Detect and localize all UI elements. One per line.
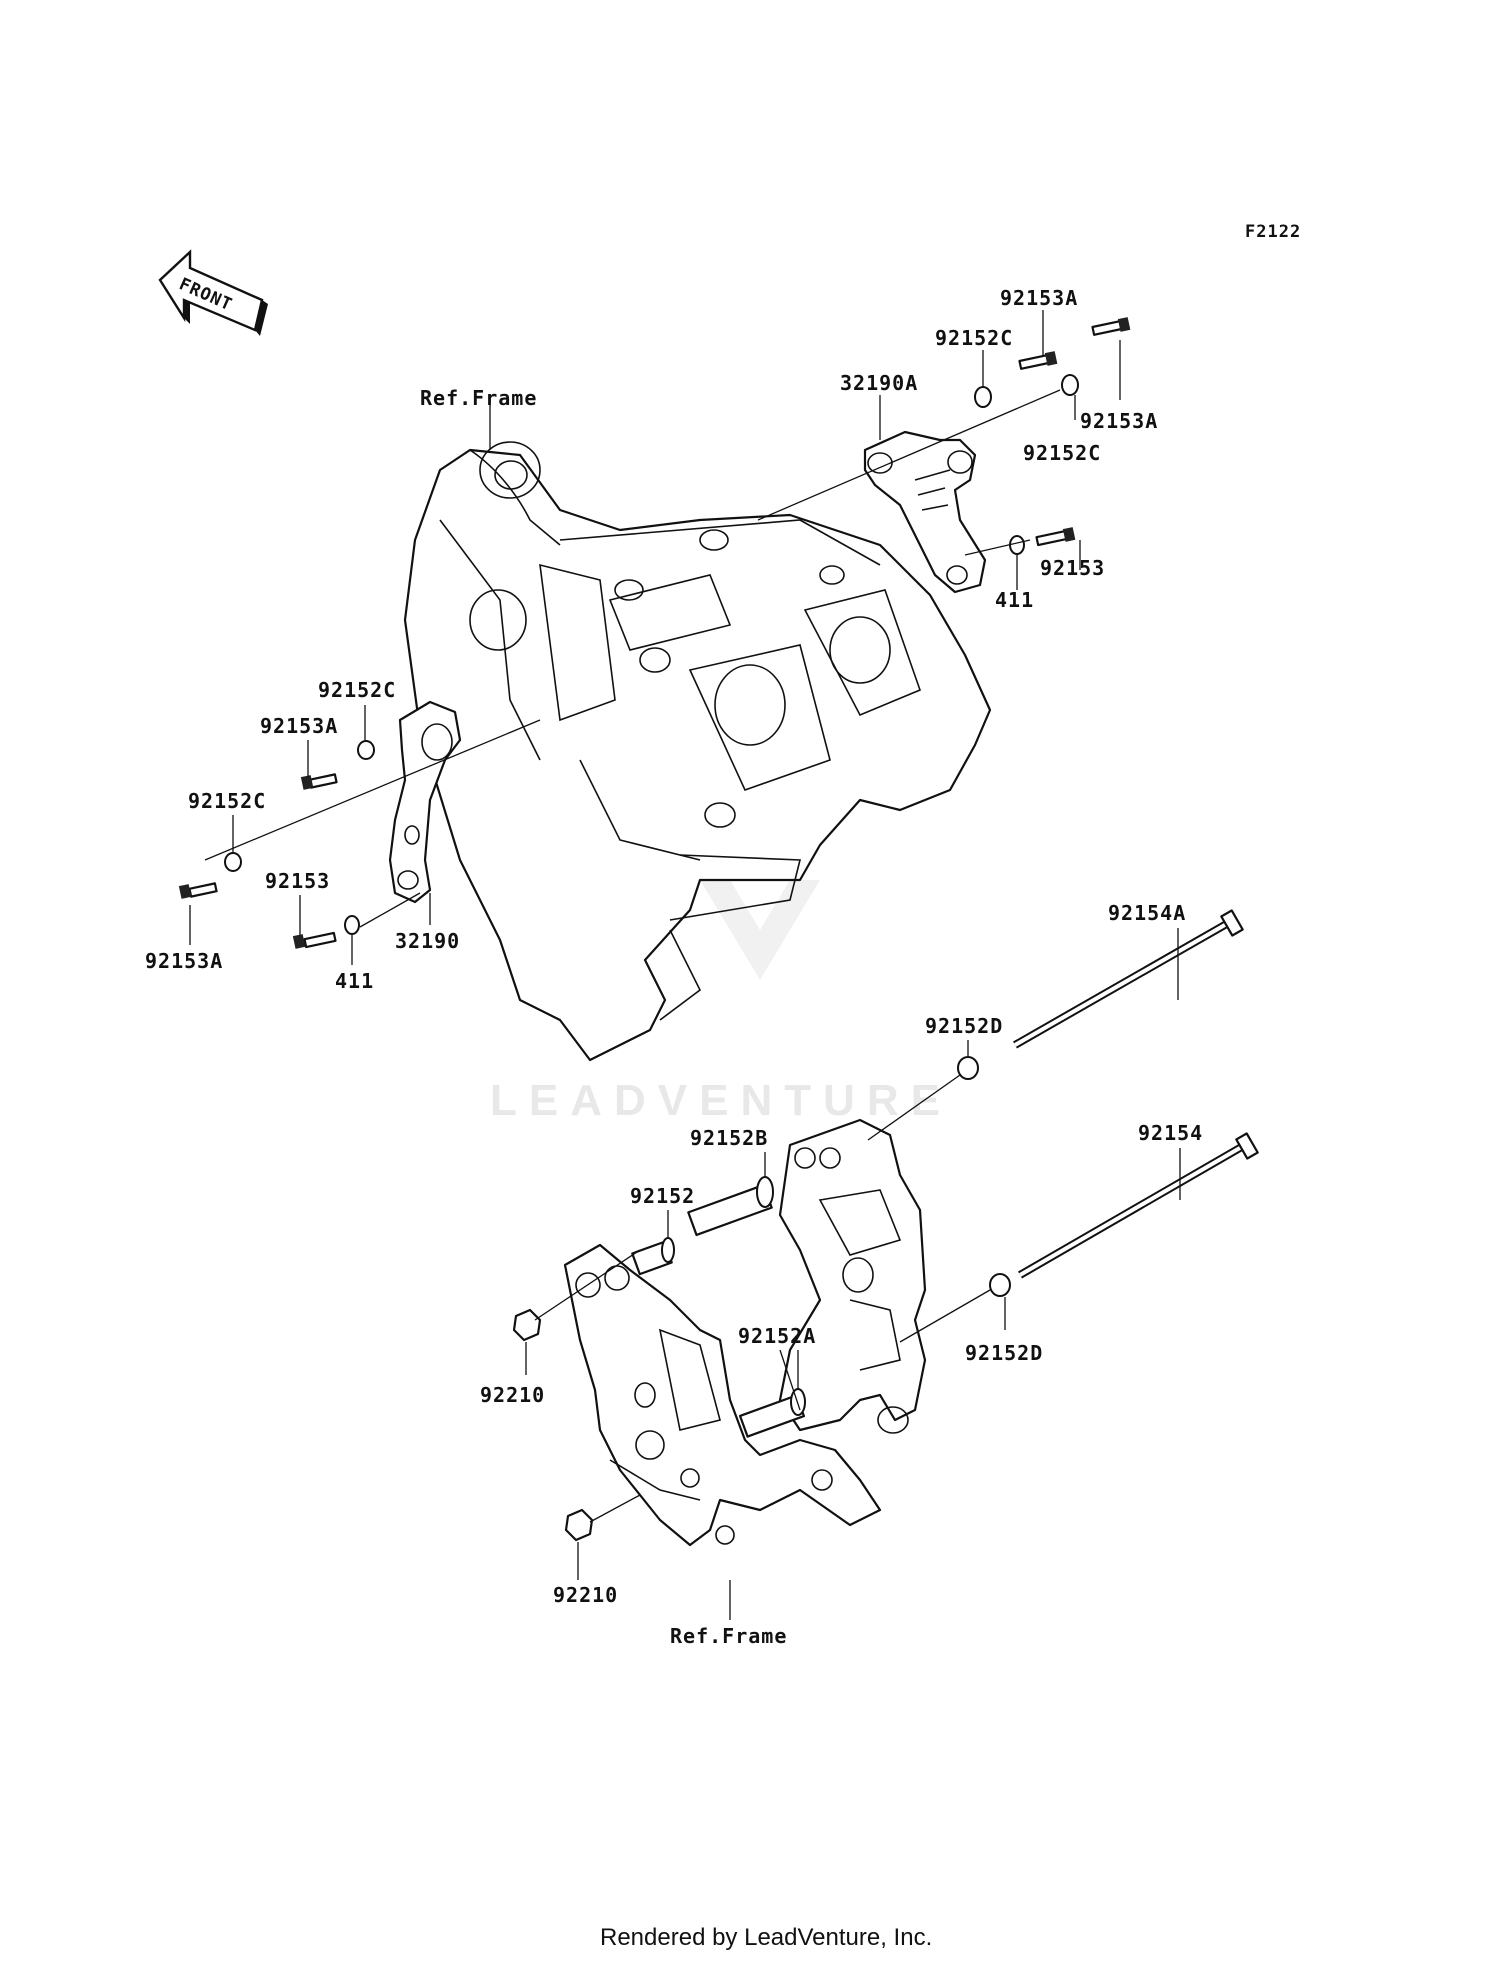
label-92153-right: 92153 bbox=[1040, 556, 1105, 580]
label-32190: 32190 bbox=[395, 929, 460, 953]
leader-lines bbox=[189, 310, 1181, 1620]
label-92152B: 92152B bbox=[690, 1126, 768, 1150]
collar-92152 bbox=[631, 1237, 675, 1276]
figure-number: F2122 bbox=[1245, 222, 1301, 242]
bolt-92153A-top2 bbox=[1091, 317, 1131, 336]
bolt-92153A-left2 bbox=[178, 882, 218, 899]
label-92153A-left2: 92153A bbox=[145, 949, 223, 973]
engine-bracket-lower bbox=[563, 1243, 882, 1547]
washer-411-right bbox=[1009, 535, 1025, 555]
front-arrow-icon: FRONT bbox=[158, 249, 268, 336]
label-411-left: 411 bbox=[335, 969, 374, 993]
label-ref-frame-bottom: Ref.Frame bbox=[670, 1624, 787, 1648]
label-92210-bottom: 92210 bbox=[553, 1583, 618, 1607]
footer-credit: Rendered by LeadVenture, Inc. bbox=[600, 1924, 932, 1951]
washer-411-left bbox=[344, 915, 360, 935]
label-92152C-left2: 92152C bbox=[188, 789, 266, 813]
label-92152C-top1: 92152C bbox=[935, 326, 1013, 350]
spacer-92152C-top2 bbox=[1061, 374, 1079, 396]
nut-92210-top bbox=[512, 1308, 542, 1342]
main-frame bbox=[403, 441, 992, 1062]
label-92210-top: 92210 bbox=[480, 1383, 545, 1407]
spacer-92152C-left2 bbox=[224, 852, 242, 872]
spacer-92152C-top1 bbox=[974, 386, 992, 408]
label-92152C-top2: 92152C bbox=[1023, 441, 1101, 465]
label-92153-left: 92153 bbox=[265, 869, 330, 893]
nut-92210-bottom bbox=[564, 1508, 594, 1542]
through-bolt-92154A bbox=[1013, 909, 1244, 1049]
label-411-right: 411 bbox=[995, 588, 1034, 612]
label-92153A-top1: 92153A bbox=[1000, 286, 1078, 310]
collar-92152B bbox=[687, 1176, 774, 1237]
label-92152A: 92152A bbox=[738, 1324, 816, 1348]
label-92154: 92154 bbox=[1138, 1121, 1203, 1145]
label-92152C-left1: 92152C bbox=[318, 678, 396, 702]
bracket-32190 bbox=[388, 700, 462, 904]
bolt-92153-right bbox=[1035, 527, 1076, 547]
label-92154A: 92154A bbox=[1108, 901, 1186, 925]
washer-92152D-top bbox=[957, 1056, 979, 1080]
label-92153A-top2: 92153A bbox=[1080, 409, 1158, 433]
label-92152: 92152 bbox=[630, 1184, 695, 1208]
bolt-92153-left bbox=[292, 931, 337, 949]
washer-92152D-bottom bbox=[989, 1273, 1011, 1297]
label-ref-frame-top: Ref.Frame bbox=[420, 386, 537, 410]
bracket-32190A bbox=[863, 430, 987, 594]
label-32190A: 32190A bbox=[840, 371, 918, 395]
label-92153A-left1: 92153A bbox=[260, 714, 338, 738]
label-92152D-top: 92152D bbox=[925, 1014, 1003, 1038]
frame-rear-section bbox=[778, 1118, 927, 1434]
bolt-92153A-top1 bbox=[1018, 351, 1058, 370]
watermark-text: LEADVENTURE bbox=[490, 1076, 952, 1125]
through-bolt-92154 bbox=[1017, 1132, 1259, 1279]
spacer-92152C-left1 bbox=[357, 740, 375, 760]
bolt-92153A-left1 bbox=[300, 773, 338, 790]
label-92152D-bottom: 92152D bbox=[965, 1341, 1043, 1365]
